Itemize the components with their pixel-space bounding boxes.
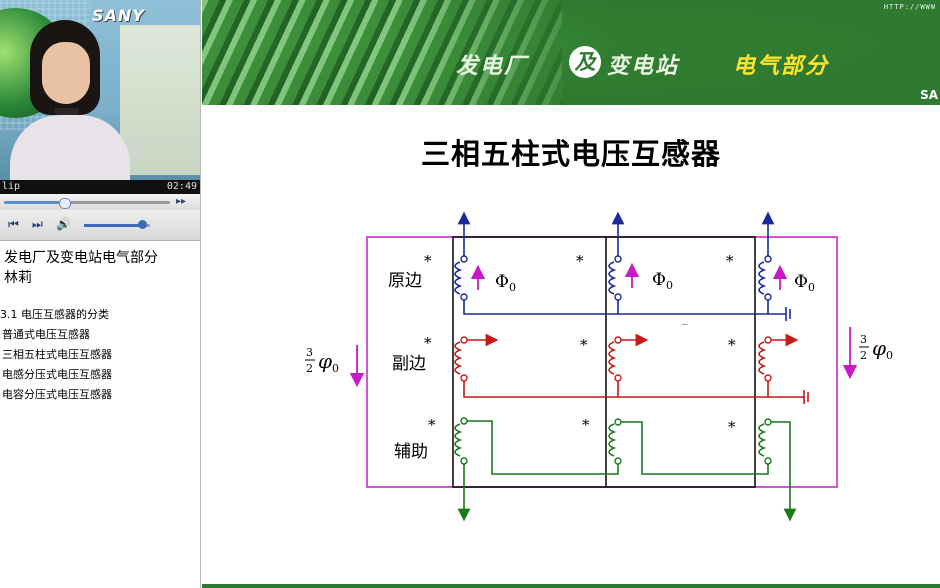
- toc-section-heading[interactable]: 3.1 电压互感器的分类: [0, 308, 109, 321]
- polarity-star: *: [424, 334, 432, 352]
- presenter-face: [42, 42, 90, 104]
- course-title: 发电厂及变电站电气部分: [4, 250, 158, 266]
- volume-slider[interactable]: [84, 220, 150, 229]
- svg-text:φ: φ: [318, 349, 332, 373]
- primary-windings: [454, 211, 791, 321]
- course-info: 发电厂及变电站电气部分 林莉: [4, 248, 158, 288]
- flux-label-c: Φ0: [794, 272, 815, 294]
- svg-text:φ: φ: [872, 336, 886, 360]
- svg-text:3: 3: [306, 346, 313, 359]
- banner-fade: [402, 0, 940, 105]
- flux-arrows: [349, 262, 858, 388]
- video-frame[interactable]: SANY: [0, 0, 200, 180]
- polarity-star: *: [726, 252, 734, 270]
- svg-text:0: 0: [332, 362, 339, 375]
- course-teacher: 林莉: [4, 270, 32, 286]
- polarity-star: *: [580, 336, 588, 354]
- toc-item[interactable]: 三相五柱式电压互感器: [2, 348, 112, 361]
- brand-logo: SANY: [92, 6, 145, 25]
- auxiliary-windings: [454, 420, 797, 522]
- outer-flux-path: [366, 236, 838, 488]
- studio-wall: [120, 25, 200, 175]
- banner-corner-mark: SA: [920, 88, 938, 102]
- toc-item[interactable]: 普通式电压互感器: [2, 328, 90, 341]
- polarity-star: *: [728, 336, 736, 354]
- label-primary: 原边: [388, 271, 422, 291]
- presenter-jacket: [10, 115, 130, 180]
- volume-thumb[interactable]: [138, 220, 148, 229]
- banner-title-part3: 电气部分: [733, 54, 830, 79]
- volume-icon[interactable]: 🔊: [56, 217, 71, 231]
- player-panel: SANY lip 02:49 ▸▸ ⏮ ⏭ 🔊 发电厂及变电站电气部分 林莉 3…: [0, 0, 201, 588]
- label-secondary: 副边: [392, 354, 426, 374]
- svg-text:2: 2: [306, 362, 313, 375]
- seek-progress-fill: [4, 201, 64, 204]
- fast-forward-icon[interactable]: ▸▸: [176, 196, 187, 207]
- control-row: ⏮ ⏭ 🔊: [0, 210, 200, 241]
- banner-title-part2: 变电站: [607, 54, 680, 79]
- polarity-star: *: [728, 418, 736, 436]
- svg-text:3: 3: [860, 333, 867, 346]
- slide-banner: HTTP://WWW 发电厂 及 变电站 电气部分 SA: [202, 0, 940, 105]
- polarity-star: *: [582, 416, 590, 434]
- label-auxiliary: 辅助: [394, 442, 428, 462]
- right-residual-flux-label: 3 2 φ 0: [859, 333, 893, 362]
- seek-row: ▸▸: [0, 194, 200, 210]
- svg-text:0: 0: [886, 349, 893, 362]
- svg-text:2: 2: [860, 349, 867, 362]
- previous-icon[interactable]: ⏮: [8, 217, 19, 231]
- time-bar: lip 02:49: [0, 180, 200, 194]
- flux-label-a: Φ0: [495, 272, 516, 294]
- banner-title-part1: 发电厂: [456, 54, 529, 79]
- toc-item[interactable]: 电感分压式电压互感器: [2, 368, 112, 381]
- seek-thumb[interactable]: [58, 198, 71, 209]
- slide-bottom-bar: [202, 584, 940, 588]
- next-icon[interactable]: ⏭: [32, 217, 43, 231]
- polarity-star: *: [424, 252, 432, 270]
- volume-level-fill: [84, 224, 143, 227]
- banner-title-ji-badge: 及: [569, 46, 601, 78]
- transformer-circuit-diagram: 原边 副边 辅助 * * * * * * * * * Φ0 Φ0 Φ0 _ 3 …: [305, 211, 893, 522]
- polarity-star: *: [428, 416, 436, 434]
- banner-url: HTTP://WWW: [883, 3, 936, 11]
- left-residual-flux-label: 3 2 φ 0: [305, 346, 339, 375]
- neutral-dash: _: [682, 312, 688, 325]
- slide-area: HTTP://WWW 发电厂 及 变电站 电气部分 SA 三相五柱式电压互感器: [202, 0, 940, 588]
- core-frame: [452, 236, 756, 488]
- slide-title: 三相五柱式电压互感器: [420, 137, 721, 171]
- toc-item[interactable]: 电容分压式电压互感器: [2, 388, 112, 401]
- seek-bar[interactable]: [4, 198, 170, 209]
- flux-label-b: Φ0: [652, 270, 673, 292]
- time-readout: 02:49: [166, 181, 197, 192]
- clip-label: lip: [2, 181, 21, 192]
- table-of-contents: 3.1 电压互感器的分类 普通式电压互感器 三相五柱式电压互感器 电感分压式电压…: [0, 305, 112, 405]
- polarity-star: *: [576, 252, 584, 270]
